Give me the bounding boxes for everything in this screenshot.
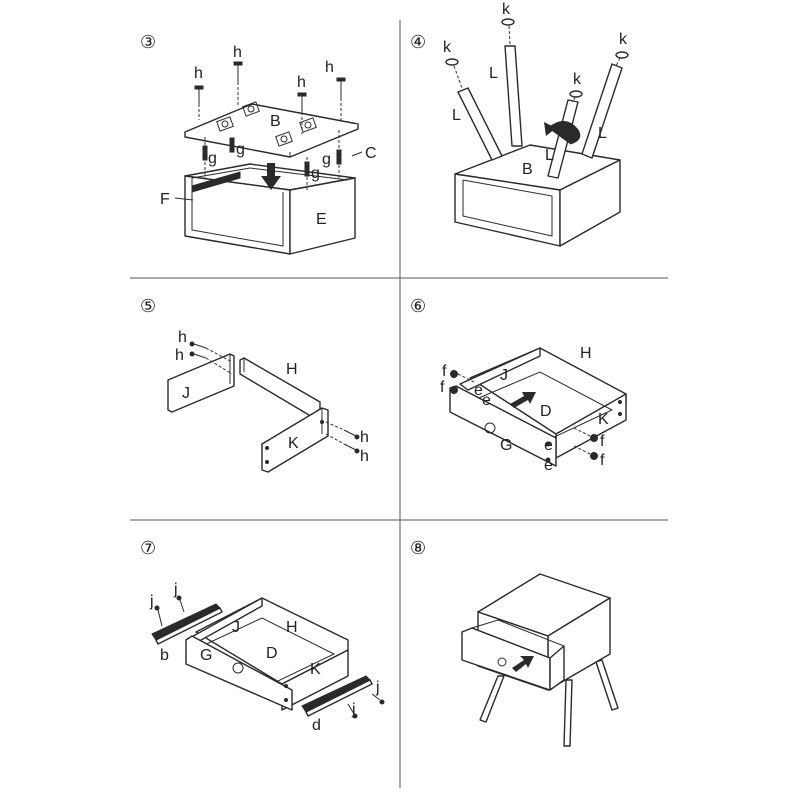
label-e: e: [482, 392, 491, 409]
label-d: d: [312, 717, 321, 734]
label-B: B: [522, 161, 533, 178]
step-number: ⑦: [140, 538, 156, 559]
label-g: g: [311, 165, 320, 182]
label-J: J: [500, 367, 508, 384]
label-L: L: [545, 147, 554, 164]
label-h: h: [360, 448, 369, 465]
label-f: f: [600, 433, 605, 450]
screws-j: [154, 595, 385, 719]
label-f: f: [442, 363, 447, 380]
rotation-arrow: [544, 121, 581, 145]
label-e: e: [474, 382, 483, 399]
screws-h: [189, 341, 360, 454]
label-L: L: [489, 65, 498, 82]
label-L: L: [452, 107, 461, 124]
label-g: g: [322, 151, 331, 168]
drawer-panel-J: [167, 353, 235, 413]
dowels-g: [202, 130, 342, 190]
label-C: C: [365, 145, 377, 162]
label-K: K: [288, 435, 299, 452]
legs: [457, 45, 623, 179]
label-f: f: [440, 379, 445, 396]
slide-arrow: [510, 392, 536, 408]
label-e: e: [544, 457, 553, 474]
label-L: L: [598, 125, 607, 142]
label-G: G: [500, 437, 512, 454]
slide-rail-d: [301, 675, 373, 717]
label-j: j: [149, 593, 154, 610]
top-panel: [184, 101, 359, 158]
label-h: h: [233, 44, 242, 61]
drawer-box: [449, 347, 627, 467]
drawer-panel-K: [261, 407, 329, 473]
label-k: k: [573, 71, 582, 88]
cabinet-inverted: [454, 144, 621, 247]
label-E: E: [316, 211, 327, 228]
label-g: g: [236, 141, 245, 158]
label-D: D: [266, 645, 278, 662]
slide-rail-b: [151, 603, 223, 645]
label-j: j: [173, 581, 178, 598]
step-number: ③: [140, 32, 156, 53]
label-K: K: [598, 411, 609, 428]
screws-h: [194, 61, 346, 134]
leg-caps: [445, 18, 629, 103]
panel-step-5: ⑤ h h h h H J K: [140, 296, 369, 473]
panel-step-6: ⑥ f f: [410, 296, 627, 474]
label-k: k: [619, 31, 628, 48]
label-H: H: [286, 619, 298, 636]
label-b: b: [160, 647, 169, 664]
label-K: K: [310, 661, 321, 678]
label-H: H: [286, 361, 298, 378]
label-h: h: [297, 74, 306, 91]
label-g: g: [208, 150, 217, 167]
panel-step-7: ⑦ j j j j b d: [140, 538, 385, 734]
down-arrow: [261, 163, 281, 190]
step-number: ⑧: [410, 538, 426, 559]
label-j: j: [375, 679, 380, 696]
panel-step-3: ③: [140, 32, 377, 255]
label-G: G: [200, 647, 212, 664]
label-F: F: [160, 191, 170, 208]
label-j: j: [351, 701, 356, 718]
label-h: h: [178, 329, 187, 346]
label-J: J: [182, 385, 190, 402]
label-k: k: [443, 39, 452, 56]
step-number: ⑥: [410, 296, 426, 317]
label-H: H: [580, 345, 592, 362]
drawer-panel-H: [239, 357, 321, 419]
step-number: ④: [410, 32, 426, 53]
label-e: e: [544, 437, 553, 454]
label-J: J: [232, 619, 240, 636]
label-B: B: [270, 113, 281, 130]
label-h: h: [175, 347, 184, 364]
label-D: D: [540, 403, 552, 420]
label-k: k: [502, 1, 511, 18]
panel-step-4: ④ k: [410, 1, 629, 247]
step-number: ⑤: [140, 296, 156, 317]
label-f: f: [600, 452, 605, 469]
label-h: h: [194, 65, 203, 82]
drawer-box: [185, 597, 349, 711]
panel-step-8: ⑧: [410, 538, 619, 747]
label-h: h: [325, 59, 334, 76]
cam-fasteners-f: [450, 370, 598, 460]
finished-nightstand: [461, 573, 619, 747]
label-h: h: [360, 429, 369, 446]
